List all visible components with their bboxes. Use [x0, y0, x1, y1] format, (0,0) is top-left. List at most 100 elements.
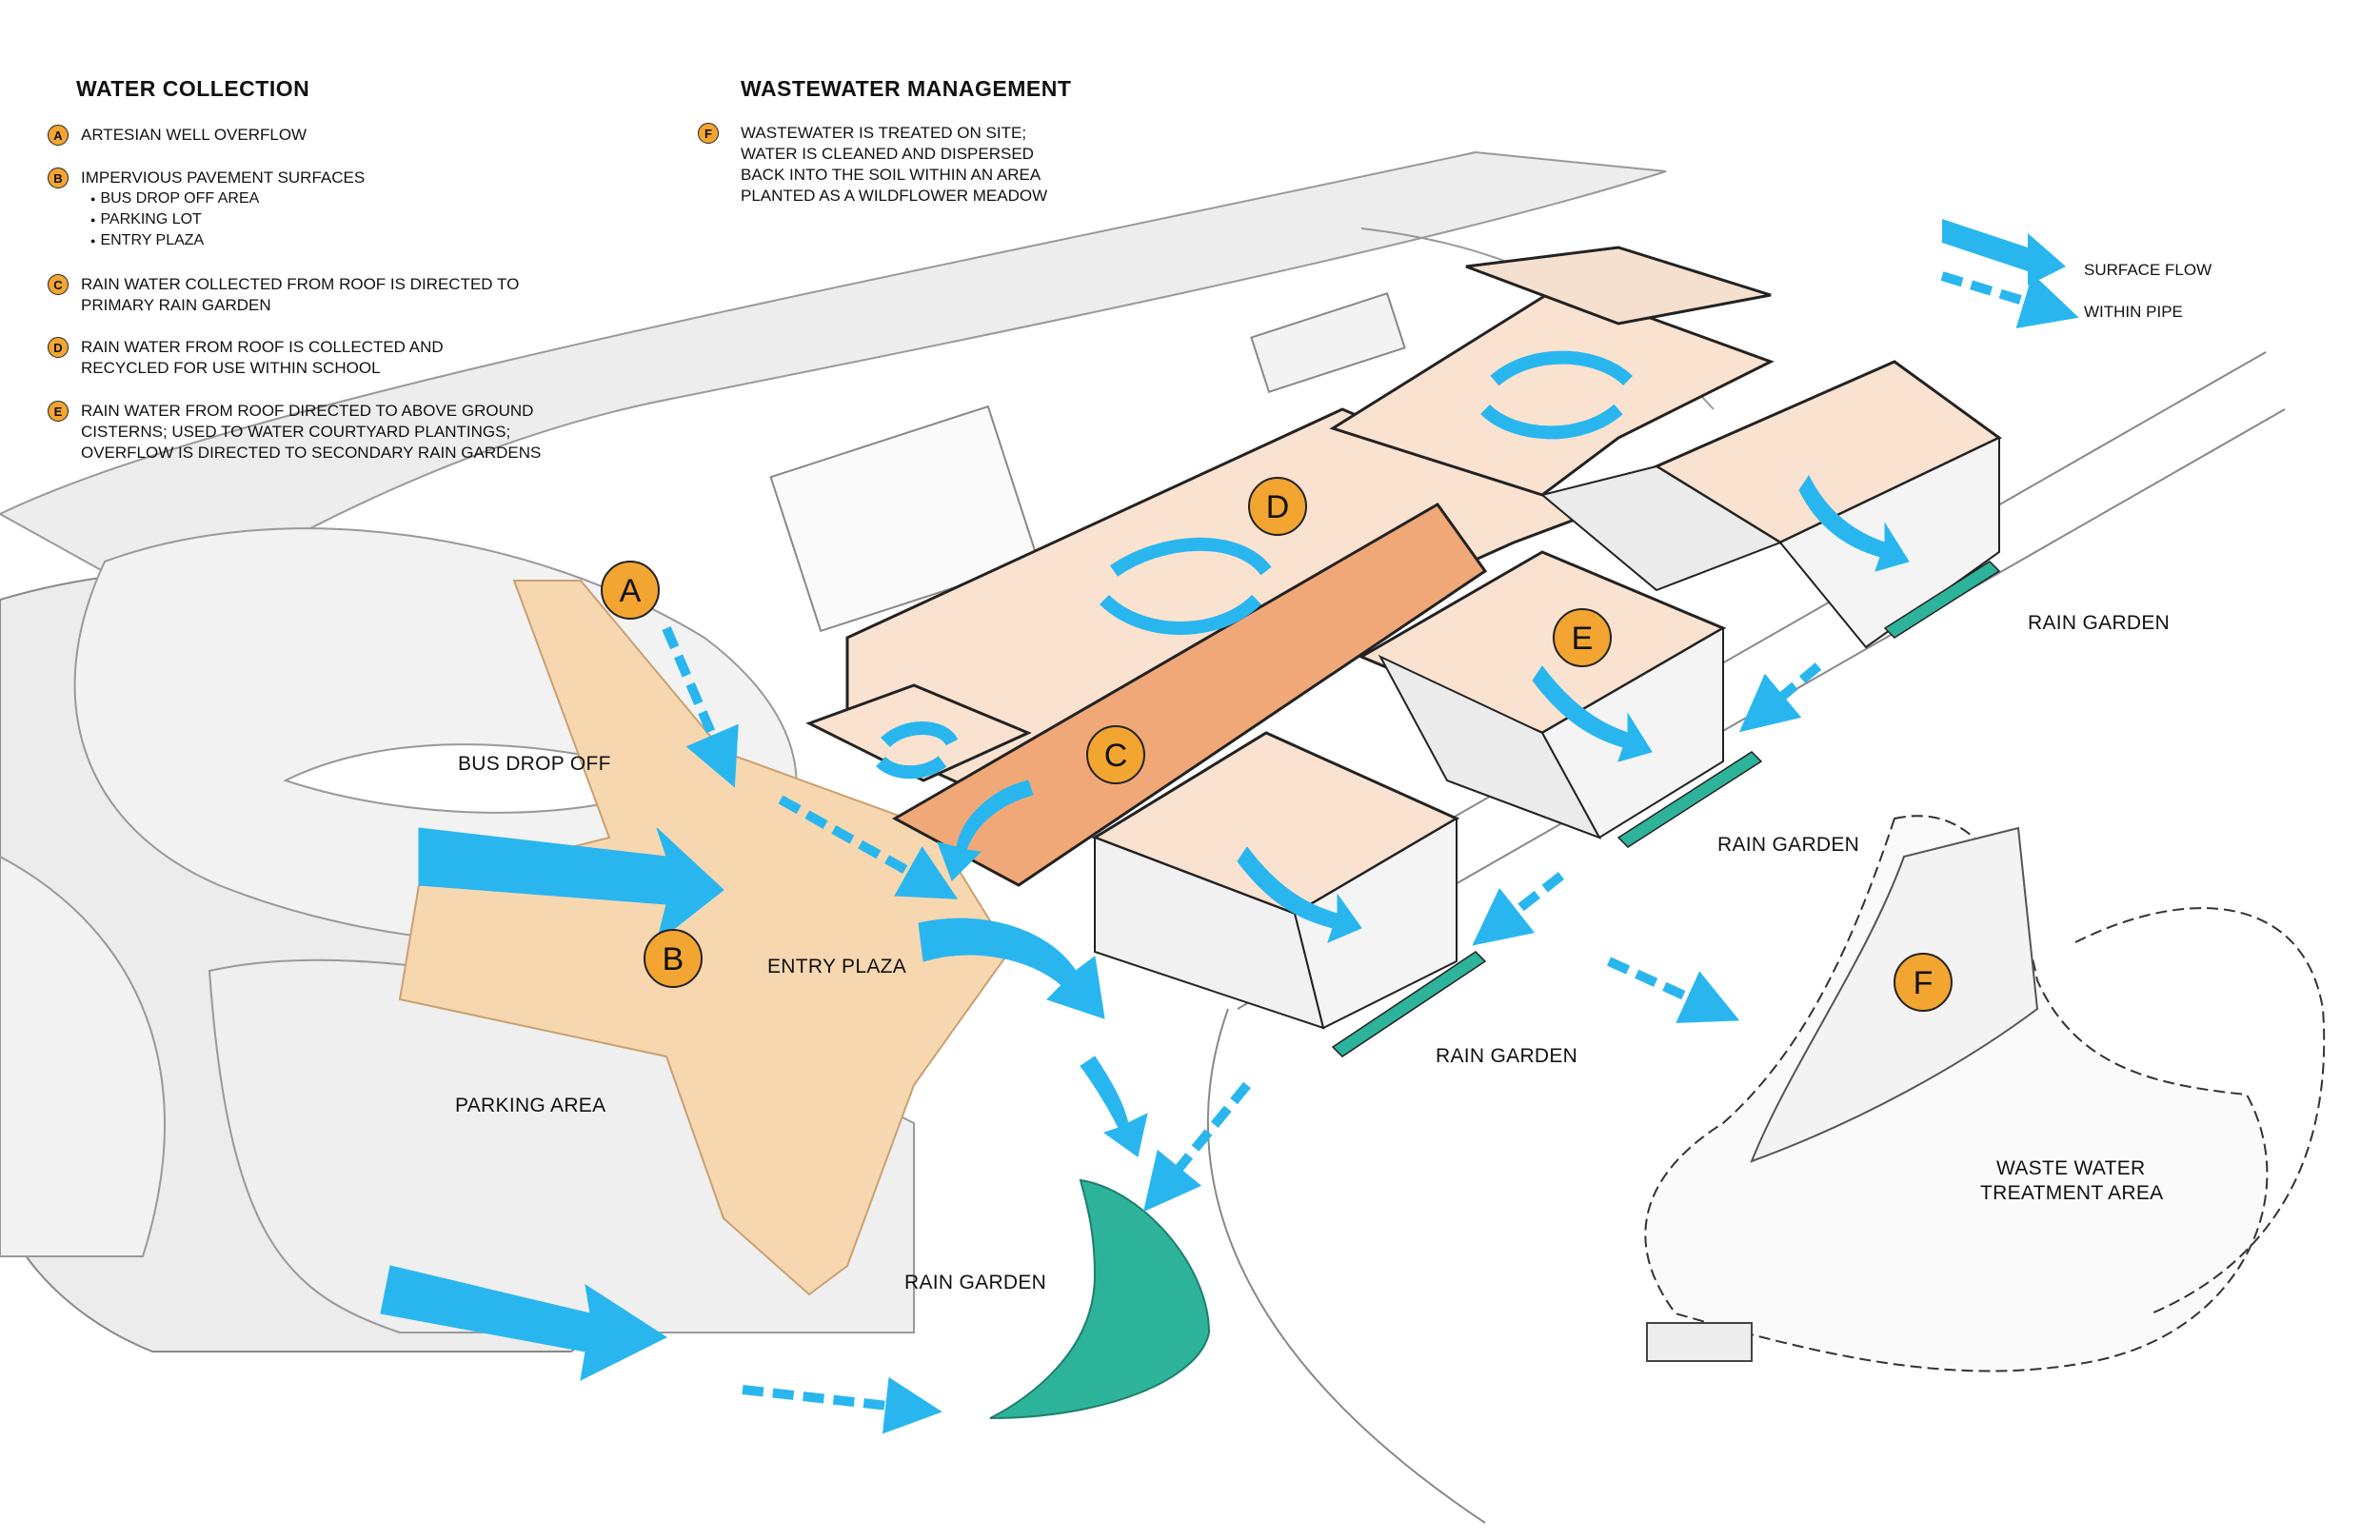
legend-sub-bus: BUS DROP OFF AREA [90, 188, 657, 209]
label-rain-garden-2: RAIN GARDEN [1717, 834, 1860, 856]
legend-text-c2: PRIMARY RAIN GARDEN [81, 296, 271, 314]
badge-f-letter: F [1914, 965, 1934, 1001]
facade-courtyard-1 [1378, 654, 1602, 839]
legend-badge-f: F [698, 123, 719, 144]
pipe-arrows [662, 626, 1822, 1434]
legend-item-c: C RAIN WATER COLLECTED FROM ROOF IS DIRE… [48, 274, 657, 316]
badge-e-marker [1553, 608, 1612, 667]
primary-rain-garden [989, 1178, 1211, 1419]
rain-garden-strip-3 [1331, 951, 1487, 1057]
key-pipe-arrow [1940, 271, 2079, 328]
roof-spine [891, 503, 1488, 887]
legend-badge-d: D [48, 337, 69, 358]
wastewater-line-3: BACK INTO THE SOIL WITHIN AN AREA [741, 166, 1041, 184]
legend-text-a: ARTESIAN WELL OVERFLOW [81, 126, 307, 144]
legend-item-f: F WASTEWATER IS TREATED ON SITE; WATER I… [698, 123, 1307, 207]
roof-north-wing [1329, 284, 1775, 497]
legend-sub-plaza: ENTRY PLAZA [90, 230, 657, 251]
map-badges [601, 477, 1953, 1012]
pipe-garden-1 [1738, 662, 1822, 733]
rain-garden-strip-1 [1883, 561, 2001, 639]
label-treatment-1: WASTE WATER [1996, 1157, 2146, 1179]
legend-badge-b: B [48, 168, 69, 188]
loop-north-bottom [1480, 404, 1623, 440]
loop-north-top [1490, 350, 1633, 386]
legend-text-d1: RAIN WATER FROM ROOF IS COLLECTED AND [81, 338, 444, 356]
pipe-garden-2 [1472, 872, 1565, 946]
badge-d-marker [1248, 477, 1307, 536]
key-within-pipe-label: WITHIN PIPE [2084, 303, 2183, 321]
treatment-outline [1644, 815, 2269, 1372]
legend-badge-a: A [48, 125, 69, 146]
left-field [0, 855, 166, 1257]
pipe-artesian [662, 626, 739, 788]
wastewater-line-2: WATER IS CLEANED AND DISPERSED [741, 145, 1034, 163]
label-parking-area: PARKING AREA [455, 1095, 606, 1116]
pipe-parking [742, 1376, 942, 1434]
legend-item-a: A ARTESIAN WELL OVERFLOW [48, 125, 657, 146]
badge-b-letter: B [663, 941, 684, 977]
wastewater-heading: WASTEWATER MANAGEMENT [741, 76, 1072, 101]
legend-item-e: E RAIN WATER FROM ROOF DIRECTED TO ABOVE… [48, 401, 657, 464]
outbuilding [1250, 292, 1406, 393]
legend-text-d2: RECYCLED FOR USE WITHIN SCHOOL [81, 359, 381, 377]
wastewater-line-4: PLANTED AS A WILDFLOWER MEADOW [741, 187, 1048, 205]
legend-text-c1: RAIN WATER COLLECTED FROM ROOF IS DIRECT… [81, 275, 520, 293]
map-badge-letters: A B C D E F [620, 489, 1934, 1001]
arrow-roof-c2 [1237, 846, 1362, 943]
badge-b-marker [644, 929, 703, 988]
entry-plaza-area [398, 580, 1011, 1296]
treatment-field [1750, 826, 2039, 1163]
facade-low [1094, 836, 1325, 1030]
wastewater-legend: WASTEWATER MANAGEMENT [741, 76, 1071, 102]
arrow-roof-e [1532, 665, 1653, 762]
water-collection-legend: WATER COLLECTION [76, 76, 309, 102]
arrow-roof-right [1798, 475, 1910, 572]
surface-flow-arrows [380, 475, 1910, 1381]
label-treatment-2: TREATMENT AREA [1980, 1182, 2164, 1204]
badge-f-marker [1894, 953, 1953, 1012]
arrow-bus-drop [418, 827, 724, 944]
arrow-stream [1080, 1056, 1148, 1157]
pipe-treatment [1606, 957, 1740, 1023]
arrow-entry-plaza [918, 918, 1105, 1019]
arrow-parking [380, 1265, 668, 1381]
badge-c-letter: C [1104, 738, 1128, 774]
label-rain-garden-1: RAIN GARDEN [2028, 612, 2171, 634]
badge-c-marker [1086, 725, 1145, 784]
legend-text-e2: CISTERNS; USED TO WATER COURTYARD PLANTI… [81, 423, 511, 441]
label-rain-garden-3: RAIN GARDEN [1436, 1045, 1578, 1067]
roof-tower [1465, 246, 1772, 326]
facade-courtyard-2 [1539, 464, 1783, 592]
legend-text-e3: OVERFLOW IS DIRECTED TO SECONDARY RAIN G… [81, 444, 542, 462]
legend-badge-e: E [48, 401, 69, 422]
badge-d-letter: D [1266, 489, 1290, 525]
rain-garden-strip-2 [1616, 751, 1763, 848]
access-road [0, 150, 1667, 611]
wastewater-line-1: WASTEWATER IS TREATED ON SITE; [741, 124, 1027, 142]
legend-badge-c: C [48, 274, 69, 295]
loop-d-top [1109, 537, 1272, 577]
loop-d-bottom [1100, 594, 1261, 635]
badge-e-letter: E [1572, 621, 1594, 657]
pipe-to-primary-garden [1143, 1081, 1251, 1213]
loop-canopy-top [881, 721, 959, 748]
circulation-arrows [876, 350, 1633, 780]
key-surface-flow-label: SURFACE FLOW [2084, 261, 2212, 279]
badge-a-marker [601, 561, 660, 620]
loop-canopy-bottom [876, 756, 947, 780]
water-collection-heading: WATER COLLECTION [76, 76, 310, 101]
legend-item-d: D RAIN WATER FROM ROOF IS COLLECTED AND … [48, 337, 657, 379]
badge-a-letter: A [620, 573, 642, 609]
sport-court [769, 405, 1040, 633]
label-bus-drop-off: BUS DROP OFF [458, 753, 611, 775]
label-entry-plaza: ENTRY PLAZA [767, 956, 907, 977]
lower-road [1206, 1008, 1486, 1524]
legend-text-b: IMPERVIOUS PAVEMENT SURFACES [81, 168, 366, 187]
treatment-building [1646, 1322, 1753, 1362]
legend-sub-parking: PARKING LOT [90, 209, 657, 230]
key-surface-arrow [1942, 219, 2066, 286]
legend-text-e1: RAIN WATER FROM ROOF DIRECTED TO ABOVE G… [81, 402, 534, 420]
